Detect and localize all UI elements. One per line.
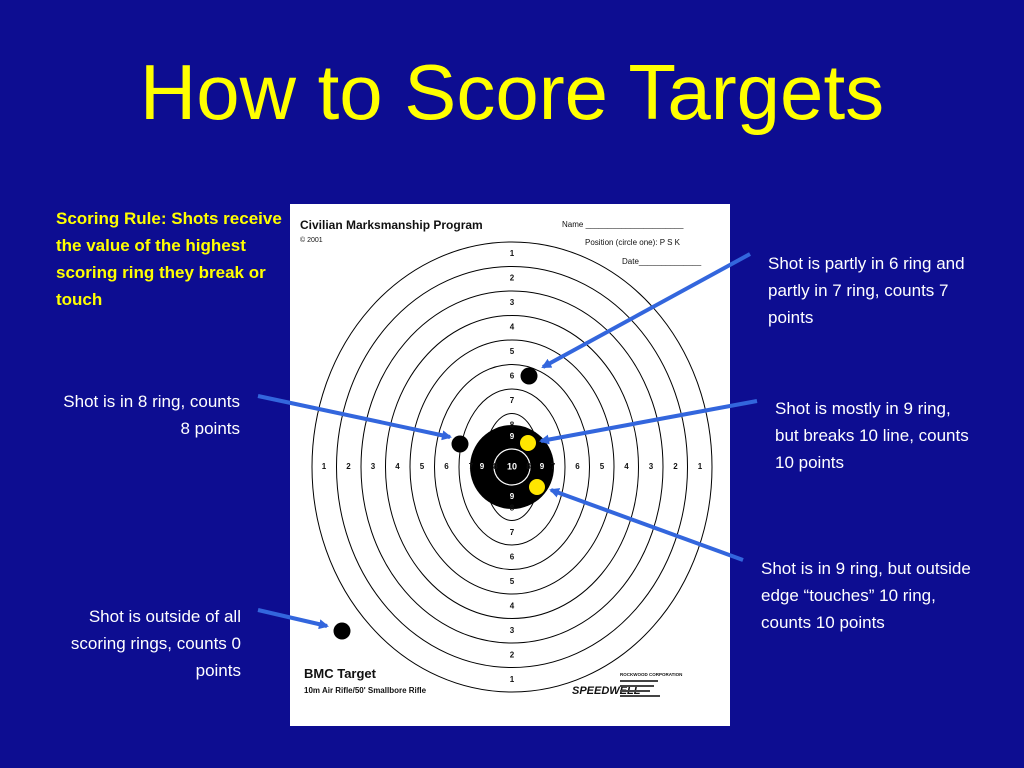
ring-label-bottom-9: 9 (510, 492, 515, 501)
ring-label-right-1: 1 (698, 462, 703, 471)
position-field-label: Position (circle one): P S K (585, 238, 681, 247)
ring-label-left-3: 3 (371, 462, 376, 471)
ring-label-top-6: 6 (510, 372, 515, 381)
ring-label-left-5: 5 (420, 462, 425, 471)
callout-outside: Shot is outside of all scoring rings, co… (70, 607, 241, 680)
shot-ring-9-touch (529, 479, 545, 495)
ring-label-bottom-4: 4 (510, 602, 515, 611)
ring-label-right-5: 5 (600, 462, 605, 471)
callout-ring-8: Shot is in 8 ring, counts 8 points (63, 392, 240, 438)
shot-outside (333, 622, 351, 640)
ring-label-right-3: 3 (649, 462, 654, 471)
ring-label-top-2: 2 (510, 274, 515, 283)
callout-mostly-9: Shot is mostly in 9 ring, but breaks 10 … (775, 399, 969, 472)
bmc-subtitle: 10m Air Rifle/50' Smallbore Rifle (304, 686, 427, 695)
ring-7 (458, 388, 566, 546)
maker-address-lines (620, 680, 660, 697)
ring-1 (311, 241, 713, 693)
ring-label-top-1: 1 (510, 249, 515, 258)
ring-label-top-9: 9 (510, 432, 515, 441)
ring-label-right-8: 8 (526, 462, 531, 471)
ring-label-bottom-2: 2 (510, 651, 515, 660)
callout-ring-9-touch: Shot is in 9 ring, but outside edge “tou… (761, 559, 971, 632)
ring-label-left-9: 9 (480, 462, 485, 471)
callout-partly-6-7: Shot is partly in 6 ring and partly in 7… (768, 254, 965, 327)
ring-label-left-8: 8 (493, 462, 498, 471)
ring-label-bottom-5: 5 (510, 577, 515, 586)
scoring-rule: Scoring Rule: Shots receive the value of… (56, 209, 282, 309)
ring-label-left-4: 4 (395, 462, 400, 471)
shot-mostly-9 (520, 435, 536, 451)
copyright-text: © 2001 (300, 236, 323, 244)
name-field-label: Name ______________________ (562, 220, 684, 229)
ring-label-bottom-3: 3 (510, 626, 515, 635)
ring-label-bottom-8: 8 (510, 504, 515, 513)
ring-label-bottom-1: 1 (510, 675, 515, 684)
ring-4 (385, 315, 639, 619)
ring-label-right-2: 2 (673, 462, 678, 471)
ring-3 (360, 290, 664, 644)
ring-label-center-10: 10 (507, 461, 517, 471)
ring-10-line (493, 448, 531, 486)
ring-label-top-7: 7 (510, 396, 515, 405)
ring-label-top-5: 5 (510, 347, 515, 356)
slide-title: How to Score Targets (139, 48, 885, 136)
program-title: Civilian Marksmanship Program (300, 218, 483, 232)
ring-label-bottom-7: 7 (510, 528, 515, 537)
ring-label-right-9: 9 (540, 462, 545, 471)
ring-5 (409, 339, 615, 595)
ring-label-bottom-6: 6 (510, 553, 515, 562)
ring-label-left-6: 6 (444, 462, 449, 471)
date-field-label: Date______________ (622, 257, 702, 266)
maker-name: ROCKWOOD CORPORATION (620, 672, 682, 677)
ring-label-left-1: 1 (322, 462, 327, 471)
ring-label-left-7: 7 (469, 462, 474, 471)
ring-6 (434, 364, 590, 570)
shot-ring-8 (451, 435, 469, 453)
shot-partly-6-7 (520, 367, 538, 385)
ring-label-right-6: 6 (575, 462, 580, 471)
ring-2 (336, 266, 688, 668)
ring-label-right-4: 4 (624, 462, 629, 471)
ring-label-top-3: 3 (510, 298, 515, 307)
ring-label-right-7: 7 (551, 462, 556, 471)
ring-label-top-4: 4 (510, 323, 515, 332)
ring-label-left-2: 2 (346, 462, 351, 471)
ring-label-top-8: 8 (510, 421, 515, 430)
brand-logo: SPEEDWELL (572, 685, 641, 697)
bmc-title: BMC Target (304, 666, 377, 681)
